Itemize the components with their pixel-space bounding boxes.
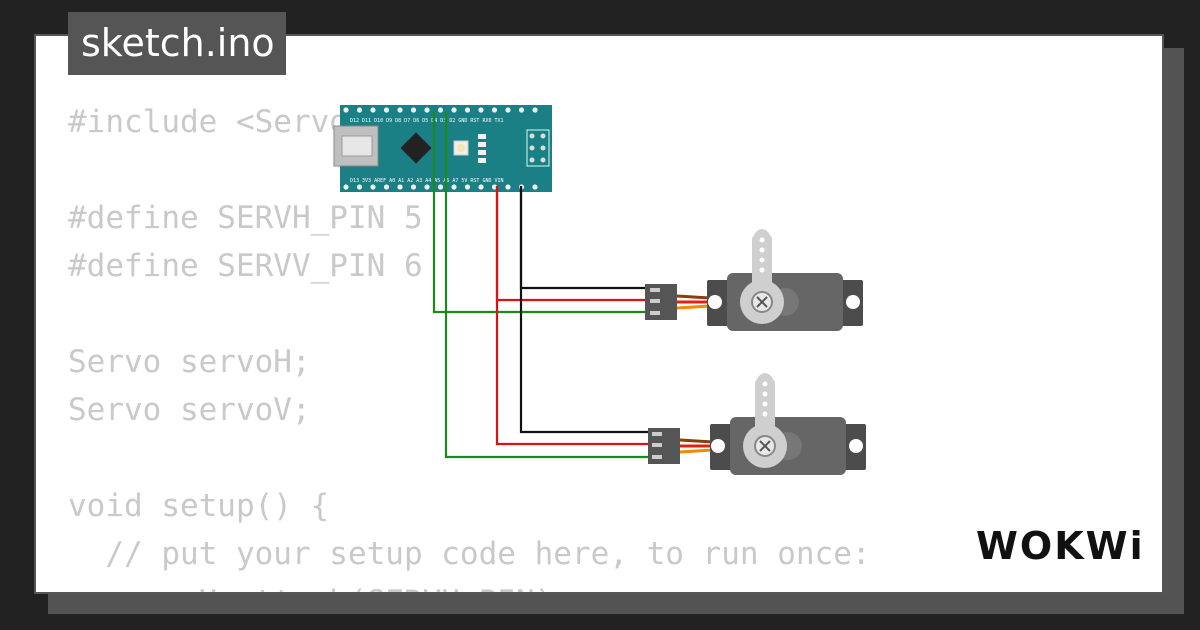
header-pin[interactable] (451, 107, 457, 113)
top-pin-labels: D12 D11 D10 D9 D8 D7 D6 D5 D4 D3 D2 GND … (350, 118, 504, 124)
wokwi-logo: WOKWi (976, 524, 1145, 568)
file-tab[interactable]: sketch.ino (68, 12, 286, 75)
wire-signal-servo-v (444, 112, 652, 459)
header-pin[interactable] (437, 107, 444, 113)
header-pin[interactable] (370, 184, 376, 190)
code-line: Servo servoH; (68, 344, 311, 380)
header-pin[interactable] (343, 184, 349, 190)
servo-horizontal[interactable] (645, 229, 863, 331)
header-pin[interactable] (505, 184, 511, 190)
header-pin[interactable] (370, 107, 376, 113)
header-pin[interactable] (424, 107, 430, 113)
header-pin[interactable] (424, 184, 430, 190)
header-pin[interactable] (532, 184, 538, 190)
wire-gnd-servo-h (519, 186, 650, 290)
header-pin[interactable] (532, 107, 538, 113)
code-line: servoH.attach(SERVH_PIN); (68, 578, 871, 592)
header-pin[interactable] (410, 107, 417, 113)
code-line: #define SERVH_PIN 5 (68, 200, 423, 236)
code-line: #define SERVV_PIN 6 (68, 248, 423, 284)
header-pin[interactable] (397, 107, 403, 113)
header-pin[interactable] (451, 184, 457, 190)
servo-connector (645, 284, 677, 320)
wire-gnd-servo-v (519, 186, 652, 434)
header-pin[interactable] (464, 107, 471, 113)
mcu-chip (400, 132, 432, 164)
header-pin[interactable] (383, 184, 390, 190)
servo-vertical[interactable] (648, 373, 866, 475)
header-pin[interactable] (491, 184, 498, 190)
header-pin[interactable] (383, 107, 390, 113)
header-pin[interactable] (397, 184, 403, 190)
bottom-pin-labels: D13 3V3 AREF A0 A1 A2 A3 A4 A5 A6 A7 5V … (350, 178, 504, 184)
header-pin[interactable] (356, 107, 363, 113)
header-pin[interactable] (478, 107, 484, 113)
header-pin[interactable] (437, 184, 444, 190)
wires[interactable] (432, 112, 652, 459)
header-pin[interactable] (410, 184, 417, 190)
code-line: // put your setup code here, to run once… (68, 536, 871, 572)
wire-signal-servo-h (432, 112, 650, 314)
code-line: void setup() { (68, 488, 330, 524)
header-pin[interactable] (518, 107, 525, 113)
header-pin[interactable] (343, 107, 349, 113)
arduino-nano-board[interactable]: D12 D11 D10 D9 D8 D7 D6 D5 D4 D3 D2 GND … (333, 105, 552, 192)
code-line: Servo servoV; (68, 392, 311, 428)
header-pin[interactable] (491, 107, 498, 113)
wire-5v-servo-v (495, 186, 652, 446)
header-pin[interactable] (505, 107, 511, 113)
header-pin[interactable] (356, 184, 363, 190)
header-pin[interactable] (464, 184, 471, 190)
header-pin[interactable] (478, 184, 484, 190)
